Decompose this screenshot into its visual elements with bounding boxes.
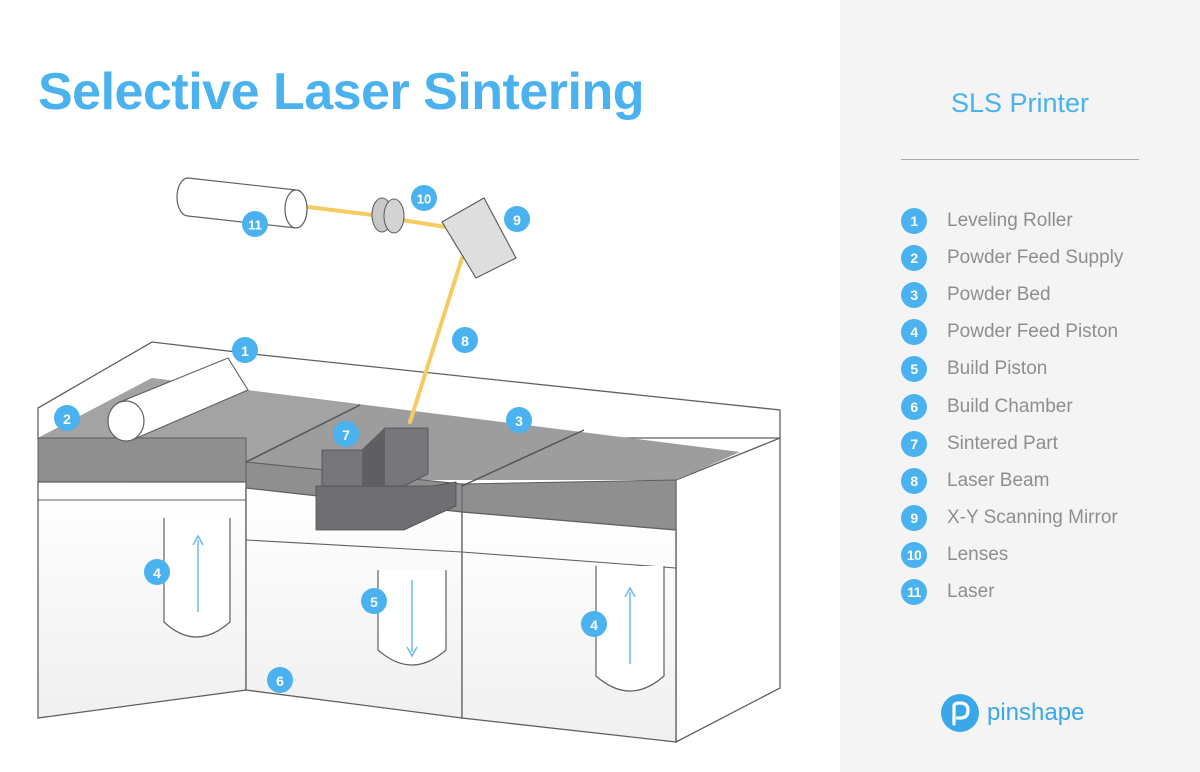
legend-divider bbox=[901, 159, 1139, 160]
legend-number-badge: 4 bbox=[901, 319, 927, 346]
laser-beam bbox=[306, 205, 464, 424]
chamber-shelf-right bbox=[461, 551, 677, 569]
pinshape-logo[interactable]: pinshape bbox=[940, 693, 1084, 733]
logo-wordmark: pinshape bbox=[987, 699, 1085, 726]
laser-device bbox=[176, 177, 308, 229]
arrow-down-icon bbox=[406, 580, 418, 658]
callout-badge-10 bbox=[411, 185, 437, 211]
callout-5: 5 bbox=[370, 594, 378, 610]
callout-badge-3 bbox=[506, 407, 532, 433]
callout-badge-4 bbox=[144, 559, 170, 585]
lenses bbox=[371, 197, 405, 234]
bed-divider-2 bbox=[461, 429, 585, 487]
callout-badge-9 bbox=[504, 206, 530, 232]
legend-number-badge: 1 bbox=[901, 207, 927, 234]
legend-item: 6 Build Chamber bbox=[901, 388, 1123, 425]
legend-number-badge: 3 bbox=[901, 281, 927, 308]
page-title: Selective Laser Sintering bbox=[38, 63, 645, 121]
legend-label: Build Piston bbox=[947, 358, 1048, 380]
callout-1: 1 bbox=[241, 343, 249, 359]
sls-printer-diagram: 1 2 3 4 5 6 7 8 9 10 11 4 bbox=[37, 177, 781, 744]
legend-item: 9 X-Y Scanning Mirror bbox=[901, 500, 1123, 537]
callout-4: 4 bbox=[590, 617, 598, 633]
callout-badge-5 bbox=[361, 588, 387, 614]
legend-title: SLS Printer bbox=[950, 88, 1090, 118]
callout-8: 8 bbox=[461, 333, 469, 349]
callout-badge-11 bbox=[242, 211, 268, 237]
callout-2: 2 bbox=[63, 411, 71, 427]
left-powder-front bbox=[37, 437, 247, 483]
leveling-roller bbox=[107, 357, 249, 442]
callout-10: 10 bbox=[417, 192, 431, 207]
legend-item: 3 Powder Bed bbox=[901, 276, 1123, 313]
arrow-up-icon bbox=[192, 534, 204, 612]
legend-number-badge: 9 bbox=[901, 505, 927, 532]
legend-item: 2 Powder Feed Supply bbox=[901, 239, 1123, 276]
callout-11: 11 bbox=[248, 218, 262, 233]
legend-label: Laser bbox=[947, 581, 995, 603]
legend-number-badge: 7 bbox=[901, 430, 927, 457]
chamber-shelf-middle bbox=[245, 539, 463, 553]
legend-label: Sintered Part bbox=[947, 432, 1058, 454]
legend-label: Build Chamber bbox=[947, 395, 1073, 417]
sintered-part-base bbox=[315, 481, 457, 531]
pinshape-p-icon bbox=[941, 694, 979, 732]
legend-item: 1 Leveling Roller bbox=[901, 202, 1123, 239]
legend-label: Lenses bbox=[947, 544, 1009, 566]
legend-number-badge: 11 bbox=[901, 579, 927, 606]
callout-badge-4 bbox=[581, 611, 607, 637]
legend-item: 4 Powder Feed Piston bbox=[901, 314, 1123, 351]
legend-label: Laser Beam bbox=[947, 469, 1050, 491]
legend-number-badge: 2 bbox=[901, 244, 927, 271]
legend-label: X-Y Scanning Mirror bbox=[947, 507, 1118, 529]
legend-number-badge: 10 bbox=[901, 542, 927, 569]
callout-6: 6 bbox=[276, 673, 284, 689]
legend-item: 11 Laser bbox=[901, 574, 1123, 611]
legend-item: 8 Laser Beam bbox=[901, 462, 1123, 499]
legend-label: Powder Bed bbox=[947, 283, 1051, 305]
callout-7: 7 bbox=[342, 427, 350, 443]
callout-badge-6 bbox=[267, 667, 293, 693]
legend-label: Leveling Roller bbox=[947, 209, 1073, 231]
legend-number-badge: 5 bbox=[901, 356, 927, 383]
xy-scanning-mirror bbox=[441, 197, 517, 279]
legend-label: Powder Feed Piston bbox=[947, 321, 1119, 343]
callout-3: 3 bbox=[515, 413, 523, 429]
machine-right-wall bbox=[675, 437, 781, 744]
legend-number-badge: 6 bbox=[901, 393, 927, 420]
callout-4: 4 bbox=[153, 565, 161, 581]
callout-badge-7 bbox=[333, 421, 359, 447]
legend-item: 5 Build Piston bbox=[901, 351, 1123, 388]
callout-badge-1 bbox=[232, 337, 258, 363]
left-piston-cylinder bbox=[163, 518, 231, 638]
callout-9: 9 bbox=[513, 212, 521, 228]
sintered-part-face bbox=[362, 428, 385, 486]
callout-badge-8 bbox=[452, 327, 478, 353]
arrow-up-icon bbox=[624, 586, 636, 664]
callout-badge-2 bbox=[54, 405, 80, 431]
bed-divider-1 bbox=[245, 404, 361, 463]
legend-number-badge: 8 bbox=[901, 467, 927, 494]
legend-item: 10 Lenses bbox=[901, 537, 1123, 574]
legend-item: 7 Sintered Part bbox=[901, 425, 1123, 462]
legend-label: Powder Feed Supply bbox=[947, 246, 1124, 268]
